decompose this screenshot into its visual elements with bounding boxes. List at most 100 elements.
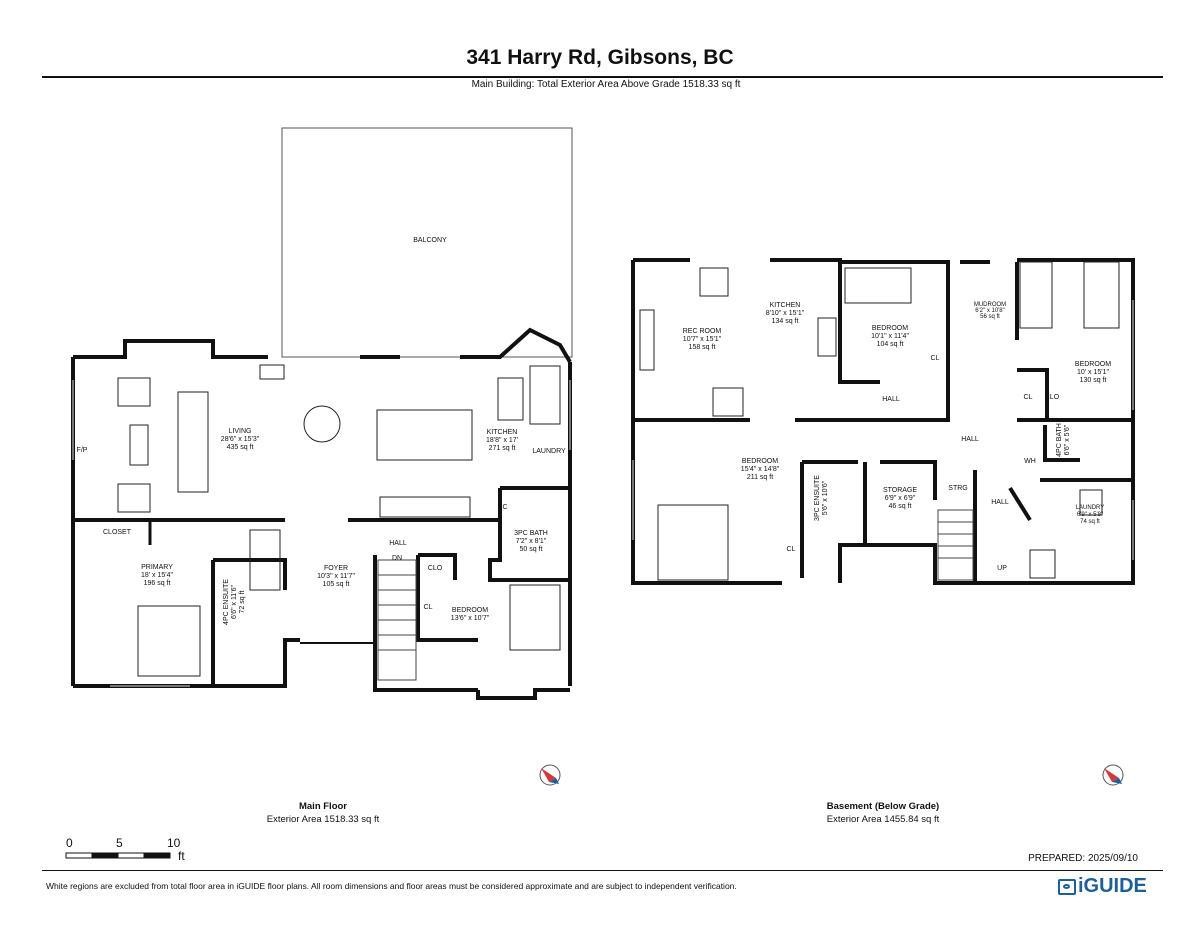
room-name: MUDROOM	[973, 302, 1007, 308]
room-area: 105 sq ft	[322, 581, 350, 588]
stairs-down-label: DN	[391, 555, 403, 562]
room-name: BEDROOM	[1074, 361, 1112, 368]
room-label-hall-2: HALL	[961, 436, 979, 443]
room-label-cl-1: CL	[930, 355, 940, 362]
room-dims: 6'9" x 6'9"	[884, 495, 916, 502]
room-name: LAUNDRY	[1075, 505, 1105, 511]
room-area: 134 sq ft	[771, 318, 799, 325]
room-area: 104 sq ft	[876, 341, 904, 348]
disclaimer-text: White regions are excluded from total fl…	[46, 881, 737, 891]
room-name: 4PC ENSUITE	[223, 579, 230, 625]
room-area: 196 sq ft	[143, 580, 171, 587]
floor-area: Exterior Area 1455.84 sq ft	[826, 814, 940, 825]
room-label-hall-3: HALL	[991, 499, 1009, 506]
room-name: 4PC BATH	[1056, 423, 1063, 457]
room-dims: 10' x 15'1"	[1076, 369, 1110, 376]
room-area: 130 sq ft	[1079, 377, 1107, 384]
room-dims: 28'6" x 15'3"	[220, 436, 260, 443]
basement-walls	[631, 258, 1135, 585]
room-area: 50 sq ft	[519, 546, 543, 553]
page-title: 341 Harry Rd, Gibsons, BC	[466, 46, 734, 69]
room-label-cl-3: CL	[786, 546, 796, 553]
room-dims: 15'4" x 14'8"	[740, 466, 780, 473]
basement-furniture	[639, 261, 1120, 581]
balcony-outline	[281, 127, 573, 358]
room-dims: 10'7" x 15'1"	[682, 336, 722, 343]
room-name: BEDROOM	[451, 607, 489, 614]
room-area: 435 sq ft	[226, 444, 254, 451]
room-name: 3PC ENSUITE	[814, 475, 821, 521]
room-dims: 6'6" x 11'6"	[231, 585, 238, 619]
compass-icon-main	[539, 764, 561, 786]
stairs-up-label: UP	[997, 565, 1007, 572]
room-name: KITCHEN	[486, 429, 518, 436]
room-dims: 18' x 15'4"	[140, 572, 174, 579]
scale-tick: 5	[116, 836, 123, 850]
iguide-logo: iGUIDE	[1058, 875, 1147, 898]
scale-labels: 0 5 10 ft	[64, 836, 194, 863]
room-dims: 6'9" x 5'8"	[1076, 512, 1104, 518]
floor-area: Exterior Area 1518.33 sq ft	[266, 814, 380, 825]
room-dims: 10'3" x 11'7"	[317, 573, 355, 580]
room-label-cl: CL	[423, 604, 433, 611]
scale-unit: ft	[178, 849, 185, 863]
logo-text: iGUIDE	[1078, 875, 1147, 897]
room-area: 72 sq ft	[239, 590, 246, 614]
footer-divider	[42, 870, 1163, 871]
scale-tick: 0	[66, 836, 73, 850]
floor-name: Main Floor	[298, 801, 348, 812]
room-area: 158 sq ft	[688, 344, 716, 351]
room-area: 271 sq ft	[488, 445, 516, 452]
room-name: BEDROOM	[871, 325, 909, 332]
compass-icon-basement	[1102, 764, 1124, 786]
room-area: 56 sq ft	[980, 314, 1000, 320]
page-subtitle: Main Building: Total Exterior Area Above…	[471, 79, 741, 90]
room-name: KITCHEN	[769, 302, 801, 309]
room-area: 46 sq ft	[888, 503, 912, 510]
room-dims: 6'2" x 10'8"	[975, 308, 1005, 314]
room-label-hall-1: HALL	[882, 396, 900, 403]
room-label-fp: F/P	[76, 447, 88, 454]
room-label-laundry: LAUNDRY	[532, 448, 566, 455]
room-label-hall: HALL	[389, 540, 407, 547]
scale-tick: 10	[167, 836, 181, 850]
prepared-date: PREPARED: 2025/09/10	[1028, 853, 1138, 864]
room-name: LIVING	[228, 428, 252, 435]
room-label-strg: STRG	[948, 485, 968, 492]
room-dims: 18'8" x 17'	[485, 437, 519, 444]
main-floor-furniture	[117, 364, 561, 677]
room-name: PRIMARY	[141, 564, 173, 571]
iguide-logo-icon	[1058, 878, 1076, 895]
room-dims: 7'2" x 8'1"	[515, 538, 547, 545]
room-dims: 13'6" x 10'7"	[450, 615, 490, 622]
room-name: 3PC BATH	[514, 530, 548, 537]
room-name: STORAGE	[882, 487, 918, 494]
scale-bar	[65, 852, 171, 859]
room-name: REC ROOM	[682, 328, 722, 335]
room-label-clo: CLO	[427, 565, 443, 572]
room-name: BALCONY	[413, 237, 447, 244]
room-dims: 8'10" x 15'1"	[765, 310, 805, 317]
title-divider	[42, 76, 1163, 78]
room-dims: 10'1" x 11'4"	[871, 333, 909, 340]
room-name: FOYER	[323, 565, 349, 572]
